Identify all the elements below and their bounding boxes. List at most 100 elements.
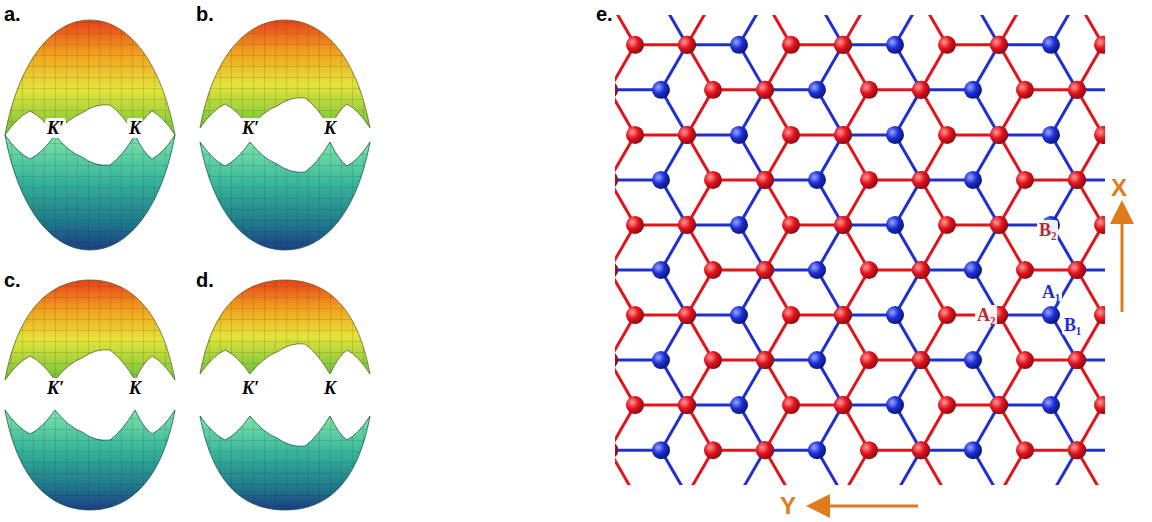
bond: [615, 450, 635, 485]
atom: [990, 126, 1008, 144]
atom: [678, 216, 696, 234]
atom: [1094, 216, 1105, 234]
atom: [652, 81, 670, 99]
atom: [652, 261, 670, 279]
atom: [678, 306, 696, 324]
atom: [756, 351, 774, 369]
atom: [1068, 261, 1086, 279]
atom: [704, 171, 722, 189]
atom: [860, 441, 878, 459]
atom: [1068, 351, 1086, 369]
atom: [678, 36, 696, 54]
atom: [730, 396, 748, 414]
conduction-band: [200, 20, 370, 128]
atom: [808, 351, 826, 369]
atom: [1068, 441, 1086, 459]
atom: [652, 171, 670, 189]
atom: [860, 261, 878, 279]
atom: [912, 81, 930, 99]
atom: [1068, 81, 1086, 99]
band-grid: [200, 142, 370, 250]
atom: [912, 351, 930, 369]
atom: [782, 216, 800, 234]
valence-band: [5, 135, 175, 250]
atom: [886, 126, 904, 144]
atom: [615, 261, 618, 279]
atom: [704, 441, 722, 459]
atom: [1016, 171, 1034, 189]
atom: [1068, 171, 1086, 189]
k-point-label: K: [127, 118, 143, 138]
atom: [834, 306, 852, 324]
conduction-band: [5, 20, 175, 135]
site-label: A₂: [975, 305, 997, 325]
atom: [912, 171, 930, 189]
atom: [1068, 261, 1086, 279]
atom: [678, 306, 696, 324]
atom: [808, 171, 826, 189]
atom: [912, 441, 930, 459]
k-point-label: K′: [45, 118, 66, 138]
axis-label: X: [1111, 176, 1127, 200]
atom: [1016, 261, 1034, 279]
band-grid: [200, 20, 370, 128]
atom: [990, 216, 1008, 234]
atom: [808, 441, 826, 459]
atom: [615, 351, 618, 369]
atom: [990, 126, 1008, 144]
atom: [834, 126, 852, 144]
atom: [626, 126, 644, 144]
atom: [990, 36, 1008, 54]
atom: [704, 81, 722, 99]
atom: [756, 171, 774, 189]
atom: [678, 126, 696, 144]
atom: [886, 36, 904, 54]
atom: [912, 171, 930, 189]
atom: [1068, 171, 1086, 189]
valence-band: [200, 142, 370, 250]
atom: [912, 261, 930, 279]
atom: [626, 216, 644, 234]
atom: [782, 36, 800, 54]
atom: [626, 306, 644, 324]
atom: [1068, 441, 1086, 459]
atom: [834, 216, 852, 234]
conduction-band: [200, 280, 370, 374]
atom: [756, 351, 774, 369]
atom: [1068, 81, 1086, 99]
blue-layer: [615, 15, 1105, 485]
k-point-label: K: [127, 378, 143, 398]
atom: [615, 171, 618, 189]
atom: [756, 261, 774, 279]
x-arrow: [1121, 212, 1124, 312]
band-grid: [5, 20, 175, 135]
k-point-label: K′: [240, 118, 261, 138]
atom: [615, 171, 618, 189]
atom: [678, 396, 696, 414]
atom: [704, 261, 722, 279]
atom: [704, 351, 722, 369]
atom: [615, 441, 618, 459]
valence-band: [200, 416, 370, 510]
red-layer: [615, 15, 1105, 485]
site-label: B₁: [1062, 315, 1083, 335]
atom: [938, 216, 956, 234]
atom: [990, 36, 1008, 54]
atom: [730, 126, 748, 144]
atom: [615, 351, 618, 369]
band-grid: [5, 280, 175, 380]
atom: [860, 171, 878, 189]
atom: [1016, 81, 1034, 99]
atom: [860, 81, 878, 99]
atom: [834, 36, 852, 54]
atom: [912, 261, 930, 279]
k-point-label: K: [322, 378, 338, 398]
atom: [756, 441, 774, 459]
atom: [1094, 396, 1105, 414]
atom: [964, 261, 982, 279]
panel-label: a.: [4, 4, 21, 24]
atom: [1094, 36, 1105, 54]
atom: [912, 81, 930, 99]
atom: [652, 441, 670, 459]
